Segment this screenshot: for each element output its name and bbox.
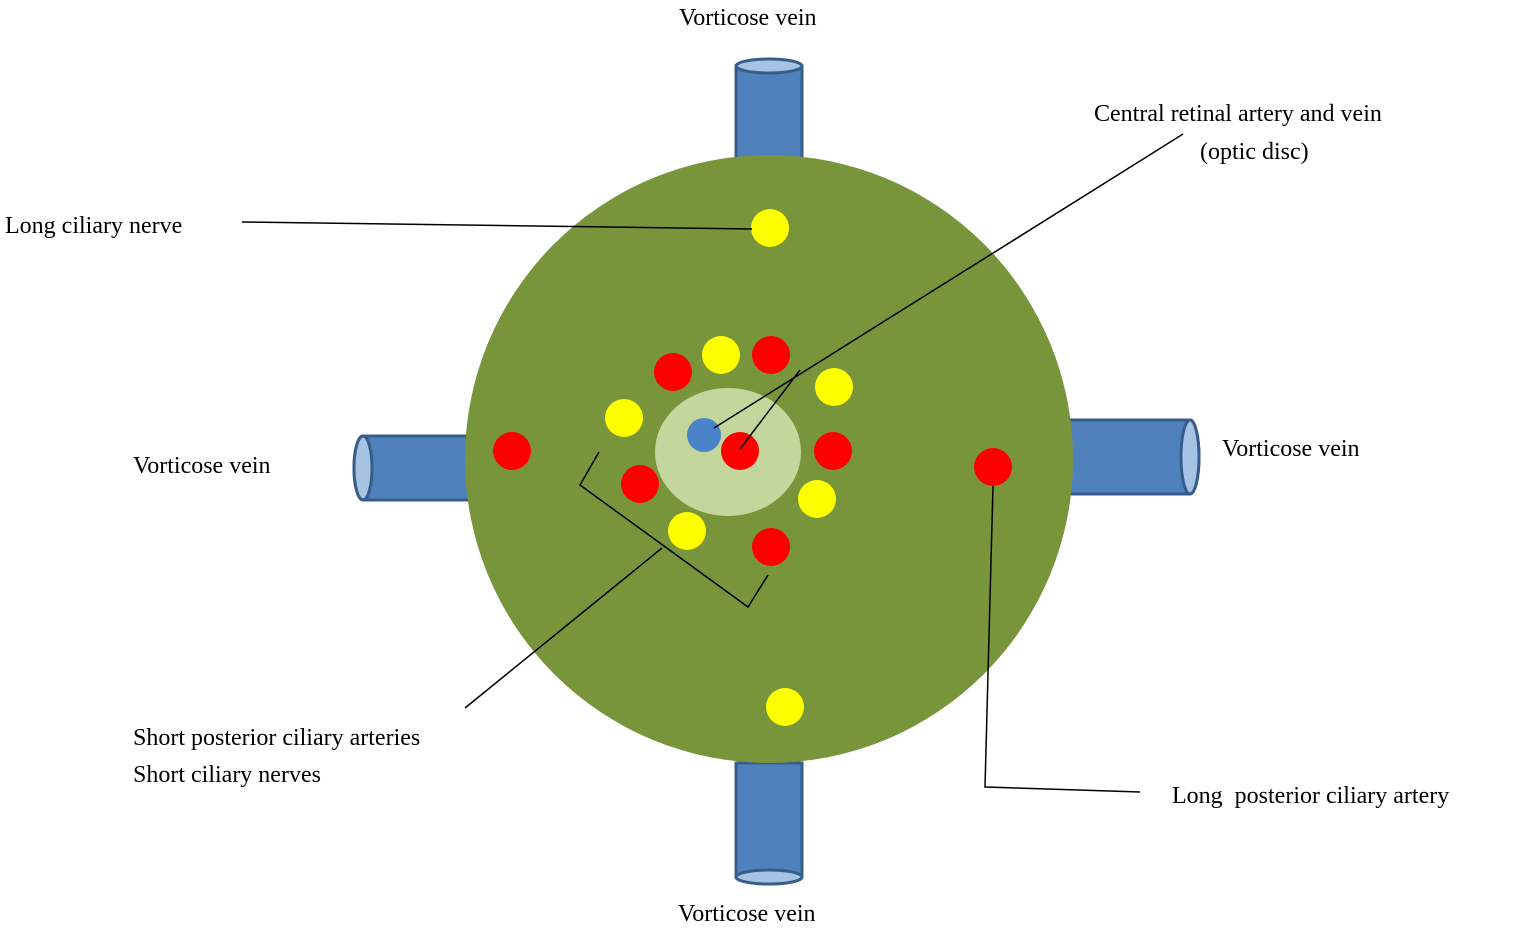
- central-retinal-vein-dot: [687, 418, 721, 452]
- leader-short-posterior: [464, 547, 663, 709]
- vorticose-vein-bottom: [734, 761, 804, 886]
- leader-long-posterior-artery: [984, 485, 1141, 793]
- short-ciliary-nerve-dot: [668, 512, 706, 550]
- vessel-opening: [734, 868, 804, 886]
- short-posterior-ciliary-artery-dot: [654, 353, 692, 391]
- short-ciliary-nerve-dot: [815, 368, 853, 406]
- vessel-tube: [734, 761, 804, 886]
- vorticose-vein-left: [352, 434, 485, 502]
- label-vorticose-vein-bottom: Vorticose vein: [678, 901, 816, 927]
- leader-long-ciliary-nerve: [241, 221, 753, 230]
- vessel-opening: [1179, 418, 1201, 496]
- short-ciliary-nerve-dot: [605, 399, 643, 437]
- label-central-retinal-line1: Central retinal artery and vein: [1094, 101, 1382, 127]
- short-posterior-ciliary-artery-dot: [752, 528, 790, 566]
- leader-lines: [241, 133, 1184, 793]
- vorticose-vein-right: [1058, 418, 1201, 496]
- label-vorticose-vein-top: Vorticose vein: [679, 5, 817, 31]
- long-ciliary-nerve-dot: [751, 209, 789, 247]
- vessel-tube: [1058, 418, 1201, 496]
- label-vorticose-vein-right: Vorticose vein: [1222, 436, 1360, 462]
- short-posterior-ciliary-artery-dot: [621, 465, 659, 503]
- label-long-posterior-ciliary-artery: Long posterior ciliary artery: [1172, 783, 1449, 809]
- long-posterior-ciliary-artery-dot: [974, 448, 1012, 486]
- long-posterior-ciliary-artery-dot: [493, 432, 531, 470]
- short-posterior-ciliary-artery-dot: [814, 432, 852, 470]
- vessel-opening: [352, 434, 374, 502]
- label-short-posterior-ciliary-arteries: Short posterior ciliary arteries: [133, 725, 420, 751]
- long-ciliary-nerve-dot: [766, 688, 804, 726]
- central-retinal-artery-dot: [721, 432, 759, 470]
- label-short-ciliary-nerves: Short ciliary nerves: [133, 762, 321, 788]
- short-posterior-ciliary-artery-dot: [752, 336, 790, 374]
- leader-central-retinal-artery: [739, 369, 801, 450]
- label-vorticose-vein-left: Vorticose vein: [133, 453, 271, 479]
- label-long-ciliary-nerve: Long ciliary nerve: [5, 213, 182, 239]
- vessel-opening: [734, 57, 804, 75]
- short-ciliary-nerve-dot: [798, 480, 836, 518]
- short-ciliary-nerve-dot: [702, 336, 740, 374]
- leader-central-retinal-vein: [713, 133, 1184, 429]
- label-central-retinal-line2: (optic disc): [1200, 139, 1309, 165]
- bracket-short-posterior: [579, 451, 769, 609]
